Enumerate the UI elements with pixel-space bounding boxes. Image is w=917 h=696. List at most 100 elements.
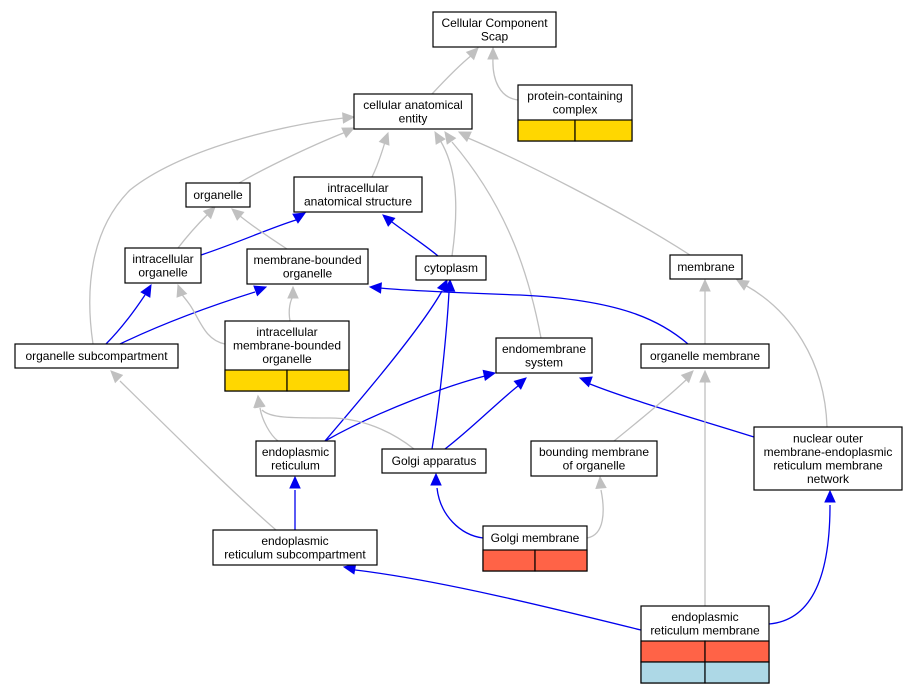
node-nom[interactable]: nuclear outermembrane-endoplasmicreticul… xyxy=(753,426,903,491)
node-ga[interactable]: Golgi apparatus xyxy=(381,448,487,474)
annotation-cell xyxy=(640,640,706,663)
node-label-line: intracellular xyxy=(132,252,193,266)
edge-mbo-to-organelle xyxy=(231,208,288,250)
node-label-line: organelle membrane xyxy=(650,349,760,363)
node-label-line: endomembrane xyxy=(502,342,586,356)
node-om[interactable]: organelle membrane xyxy=(640,343,770,369)
edge-cytoplasm-to-ias xyxy=(382,214,439,257)
node-box xyxy=(530,440,658,477)
edge-line xyxy=(431,291,450,450)
edge-arrowhead xyxy=(699,278,711,292)
node-osc[interactable]: organelle subcompartment xyxy=(14,343,179,369)
edge-line xyxy=(259,407,279,442)
node-imbo[interactable]: intracellularmembrane-boundedorganelleRa… xyxy=(224,320,917,392)
node-box xyxy=(255,440,336,477)
annotation-cell xyxy=(517,119,576,142)
edge-line xyxy=(451,141,542,339)
node-label-line: reticulum xyxy=(271,458,320,472)
node-gm[interactable]: Golgi membraneHumanSCAP xyxy=(482,525,917,572)
edge-osc-to-io xyxy=(105,283,152,345)
node-label-line: organelle xyxy=(283,266,333,280)
edge-line xyxy=(354,569,642,631)
node-label-line: cytoplasm xyxy=(424,261,478,275)
node-label-line: protein-containing xyxy=(527,89,622,103)
node-pcc[interactable]: protein-containingcomplexRatScap xyxy=(517,84,917,142)
edge-arrowhead xyxy=(513,377,527,390)
node-label-line: anatomical structure xyxy=(304,194,412,208)
node-box xyxy=(124,247,202,284)
node-label-line: endoplasmic xyxy=(262,445,329,459)
edge-organelle-to-cae xyxy=(238,127,356,184)
edge-arrowhead xyxy=(368,282,382,294)
node-label-line: membrane-endoplasmic xyxy=(764,445,893,459)
edge-line xyxy=(119,291,256,345)
edge-er-to-es xyxy=(324,369,497,442)
node-label-line: organelle xyxy=(193,188,243,202)
edge-ga-to-es xyxy=(444,377,527,450)
edge-arrowhead xyxy=(735,279,750,291)
node-label-line: reticulum membrane xyxy=(773,458,883,472)
annotation-cell xyxy=(640,661,706,684)
edge-arrowhead xyxy=(231,208,245,221)
node-cytoplasm[interactable]: cytoplasm xyxy=(415,255,487,281)
node-organelle[interactable]: organelle xyxy=(185,182,251,208)
edge-arrowhead xyxy=(253,285,268,297)
edge-arrowhead xyxy=(430,472,442,486)
edge-line xyxy=(379,287,689,345)
edge-line xyxy=(589,383,755,438)
node-label-line: reticulum membrane xyxy=(650,623,760,637)
edge-arrowhead xyxy=(382,214,396,227)
edge-arrowhead xyxy=(140,283,152,298)
edge-membrane-to-cae xyxy=(457,131,691,256)
annotation-cell xyxy=(704,661,770,684)
edge-io-to-ias xyxy=(200,212,307,256)
edge-erm-to-om xyxy=(699,369,711,606)
edge-arrowhead xyxy=(595,475,607,489)
edge-line xyxy=(89,117,345,345)
edge-arrowhead xyxy=(378,131,390,146)
node-label-line: endoplasmic xyxy=(671,610,738,624)
node-label-line: intracellular xyxy=(256,325,317,339)
annotation-cell xyxy=(286,369,350,392)
edge-arrowhead xyxy=(824,489,836,503)
node-box xyxy=(669,254,743,280)
edge-arrowhead xyxy=(680,370,694,384)
edge-arrowhead xyxy=(443,278,456,292)
edge-line xyxy=(119,380,277,531)
edge-line xyxy=(492,57,519,101)
edge-es-to-cae xyxy=(444,131,542,339)
node-membrane[interactable]: membrane xyxy=(669,254,743,280)
node-label-line: entity xyxy=(399,111,428,125)
edge-line xyxy=(324,290,443,442)
edge-line xyxy=(444,385,519,450)
node-label-line: reticulum subcompartment xyxy=(224,547,366,561)
node-label-line: membrane-bounded xyxy=(233,339,341,353)
edge-gm-to-bmo xyxy=(586,475,607,539)
node-label-line: nuclear outer xyxy=(793,431,863,445)
node-box xyxy=(246,248,369,285)
edge-line xyxy=(768,504,831,625)
node-box xyxy=(353,93,473,130)
edge-arrowhead xyxy=(487,46,499,60)
node-label-line: system xyxy=(525,355,563,369)
edge-ga-to-imbo xyxy=(254,394,415,450)
edge-line xyxy=(467,137,691,256)
edge-cytoplasm-to-cae xyxy=(434,130,457,257)
edge-line xyxy=(238,131,347,184)
edge-line xyxy=(177,213,209,249)
node-box xyxy=(753,426,903,491)
node-box xyxy=(640,343,770,369)
edge-nom-to-membrane xyxy=(735,279,828,428)
edge-om-to-mbo xyxy=(368,282,689,345)
